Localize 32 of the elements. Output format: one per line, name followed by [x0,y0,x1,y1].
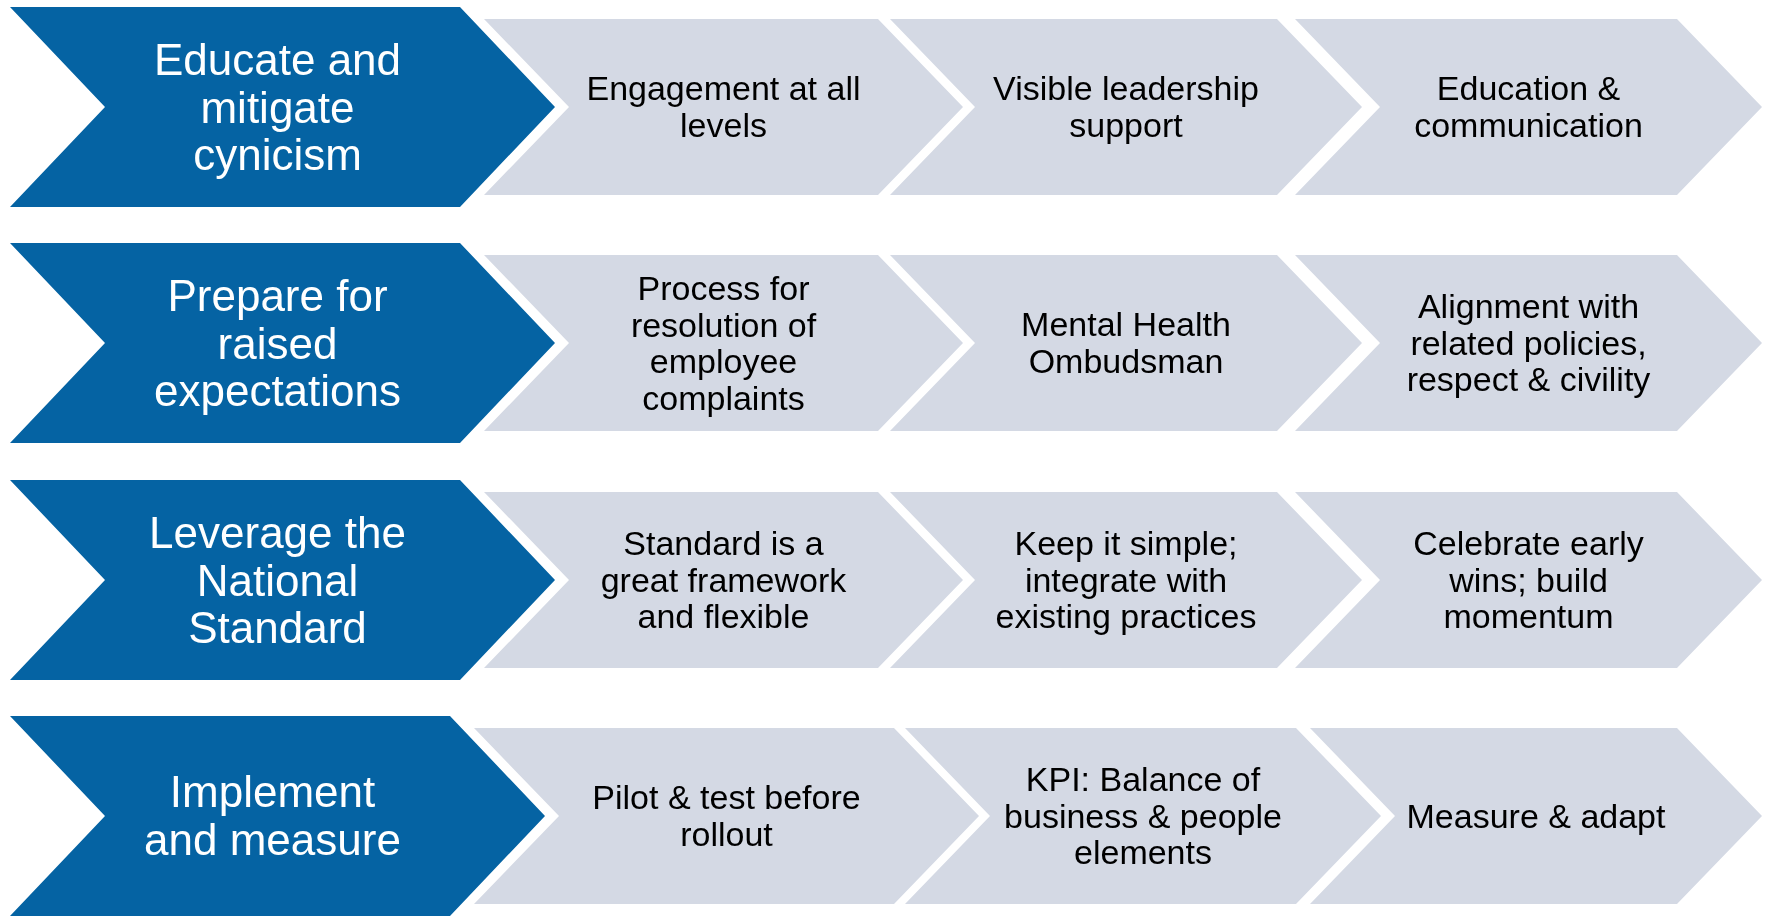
step-label: Alignment with related policies, respect & civility [1405,287,1652,399]
step-banner [1295,492,1762,668]
step-banner [474,728,979,904]
step-banner [890,492,1362,668]
stage-title: Leverage the National Standard [148,508,407,652]
step-label: Mental Health Ombudsman [1020,306,1232,380]
step-label: KPI: Balance of business & people elements [1003,760,1283,872]
stage-title: Educate and mitigate cynicism [152,35,403,179]
step-banner [905,728,1381,904]
step-label: Keep it simple; integrate with existing practices [994,524,1258,636]
step-label: Standard is a great framework and flexible [599,524,848,636]
step-label: Measure & adapt [1405,797,1667,835]
step-label: Pilot & test before rollout [591,779,862,853]
step-label: Education & communication [1413,70,1644,144]
step-banner [484,19,963,195]
stage-banner [10,7,555,207]
step-label: Visible leadership support [992,70,1260,144]
stage-banner [10,243,555,443]
step-banner [1310,728,1762,904]
step-label: Engagement at all levels [585,70,862,144]
step-banner [890,19,1362,195]
step-banner [484,255,963,431]
step-banner [1295,19,1762,195]
stage-title: Implement and measure [143,768,402,864]
stage-banner [10,716,545,916]
step-label: Process for resolution of employee complaints [629,269,818,417]
stage-title: Prepare for raised expectations [152,271,403,415]
step-label: Celebrate early wins; build momentum [1412,524,1645,636]
stage-banner [10,480,555,680]
step-banner [484,492,963,668]
step-banner [1295,255,1762,431]
step-banner [890,255,1362,431]
